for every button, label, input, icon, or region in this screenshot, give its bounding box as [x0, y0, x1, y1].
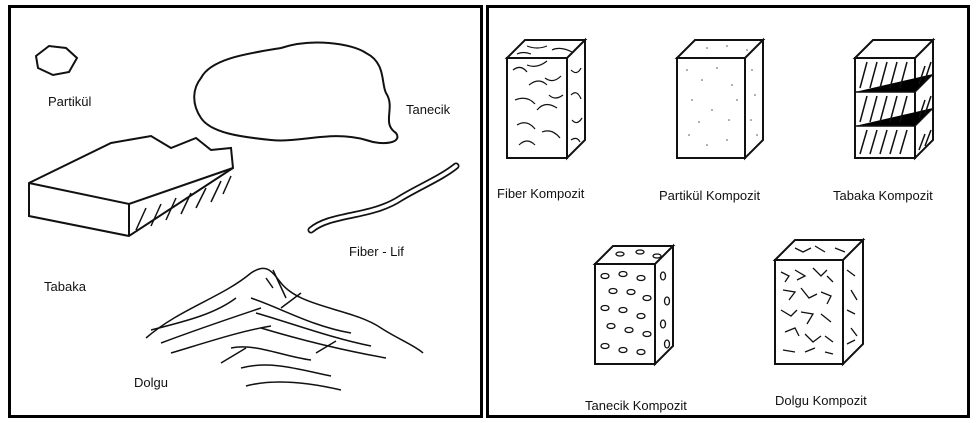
fiber-composite-cube	[507, 40, 585, 158]
grain-shape	[194, 43, 397, 144]
particle-shape	[36, 46, 77, 75]
label-grain: Tanecik	[406, 103, 450, 116]
label-particle: Partikül	[48, 95, 91, 108]
label-layer-composite: Tabaka Kompozit	[833, 189, 933, 202]
label-layer: Tabaka	[44, 280, 86, 293]
composite-types-panel: Fiber Kompozit Partikül Kompozit Tabaka …	[486, 5, 970, 418]
label-particle-composite: Partikül Kompozit	[659, 189, 760, 202]
reinforcement-types-panel: Partikül Tanecik Tabaka Fiber - Lif Dolg…	[8, 5, 483, 418]
label-filler-composite: Dolgu Kompozit	[775, 394, 867, 407]
reinforcement-shapes	[11, 8, 480, 415]
composite-cubes	[489, 8, 967, 415]
label-fiber-composite: Fiber Kompozit	[497, 187, 584, 200]
filler-shape	[146, 268, 423, 390]
label-filler: Dolgu	[134, 376, 168, 389]
grain-composite-cube	[595, 246, 673, 364]
label-grain-composite: Tanecik Kompozit	[585, 399, 687, 412]
label-fiber: Fiber - Lif	[349, 245, 404, 258]
particle-composite-cube	[677, 40, 763, 158]
filler-composite-cube	[775, 240, 863, 364]
layer-composite-cube	[855, 40, 933, 158]
layer-shape	[29, 136, 233, 236]
